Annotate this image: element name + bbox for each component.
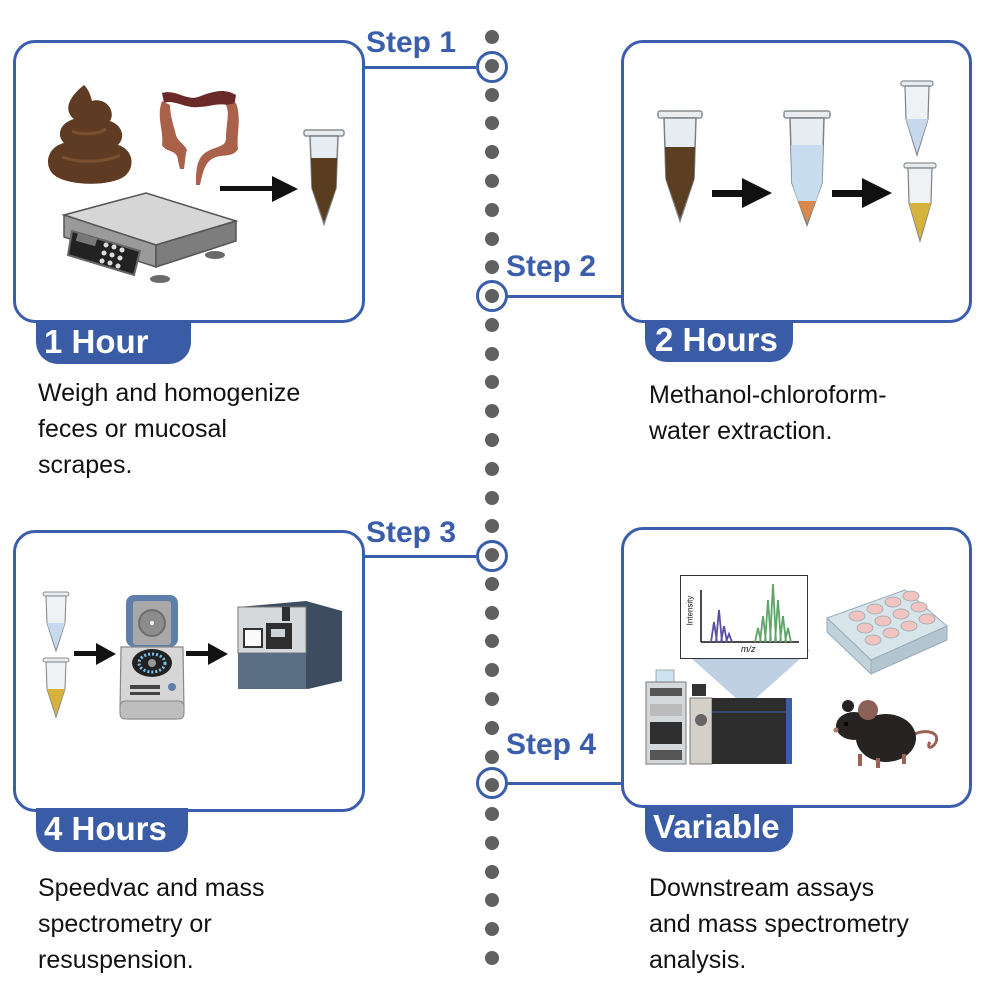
timeline-dot [485,231,499,246]
microtube-yellow-icon [42,657,70,719]
timeline-dot [485,893,499,908]
step-3-connector [362,555,476,558]
feces-icon [48,85,132,184]
timeline-dot [485,663,499,678]
step-4-label: Step 4 [506,728,597,761]
step-4-description-line: and mass spectrometry [649,910,909,938]
step-4-description-line: Downstream assays [649,874,875,902]
step-3-description-line: Speedvac and mass [38,874,265,902]
microtube-blue-icon [900,80,934,158]
step-2-label: Step 2 [506,250,597,283]
step-1-description-line: feces or mucosal [38,415,227,443]
projection-cone-icon [682,650,810,700]
timeline-dot [485,692,499,706]
step-3-duration-tab: 4 Hours [36,808,188,852]
step-1-description-line: scrapes. [38,451,133,479]
mouse-icon [833,700,939,768]
arrow-right-icon [220,176,298,202]
step-3-label: Step 3 [366,516,457,549]
step-2-description-line: Methanol-chloroform- [649,381,887,409]
microtube-yellow-icon [903,162,937,244]
speedvac-centrifuge-icon [119,595,185,720]
timeline-dot [485,173,499,188]
step-4-duration-tab: Variable [645,806,793,852]
timeline-dot [485,749,499,764]
timeline-dot [485,835,499,850]
timeline-dot [485,346,499,361]
timeline-dot [485,634,499,649]
step-4-card: Intensity m/z [621,527,972,808]
timeline-dot [485,87,499,102]
step-2-card [621,40,972,323]
step-2-connector [506,295,624,298]
microtube-biphasic-icon [783,110,831,228]
well-plate-icon [826,589,948,676]
timeline-dot [485,145,499,160]
timeline-dot [485,720,499,735]
timeline-dot [485,116,499,131]
arrow-right-icon [832,178,892,208]
step-1-timeline-marker [476,51,508,83]
timeline-dot [485,317,499,332]
timeline-dot [485,461,499,476]
weighing-scale-icon [61,192,239,283]
step-1-description: Weigh and homogenize feces or mucosal sc… [38,375,300,483]
microtube-brown-icon [303,129,345,227]
timeline-dot [485,922,499,937]
timeline-dot [485,260,499,275]
step-3-card [13,530,365,812]
timeline-dot [485,951,499,965]
timeline-dot [485,519,499,534]
step-2-description: Methanol-chloroform- water extraction. [649,377,887,449]
microtube-brown-icon [657,110,703,224]
spectrum-peaks-icon [700,583,799,643]
lc-ms-instrument-icon [645,669,792,765]
arrow-right-icon [186,643,228,665]
timeline-dot [485,375,499,390]
timeline-dot [485,807,499,822]
step-4-connector [506,782,624,785]
timeline-dot [485,202,499,217]
step-2-description-line: water extraction. [649,417,833,445]
arrow-right-icon [74,643,116,665]
timeline-dot [485,404,499,419]
timeline-dot [485,605,499,620]
step-4-timeline-marker [476,767,508,799]
timeline-dot [485,576,499,591]
spectrum-ylabel: Intensity [685,595,695,626]
timeline-dot [485,432,499,447]
step-2-timeline-marker [476,280,508,312]
step-1-card [13,40,365,323]
mass-spectrometer-icon [237,601,342,689]
timeline-dot [485,30,499,44]
step-1-label: Step 1 [366,26,457,59]
step-3-description-line: spectrometry or [38,910,212,938]
step-3-description: Speedvac and mass spectrometry or resusp… [38,870,265,978]
step-1-description-line: Weigh and homogenize [38,379,301,407]
microtube-blue-icon [42,591,70,653]
arrow-right-icon [712,178,772,208]
step-1-connector [362,66,476,69]
step-3-description-line: resuspension. [38,946,194,974]
step-4-description: Downstream assays and mass spectrometry … [649,870,909,978]
step-1-duration-tab: 1 Hour [36,320,191,364]
step-2-duration-tab: 2 Hours [645,320,793,362]
step-4-description-line: analysis. [649,946,747,974]
step-3-timeline-marker [476,540,508,572]
mass-spectrum-plot-icon: Intensity m/z [680,575,808,659]
timeline-dot [485,864,499,879]
spectrum-xlabel: m/z [741,644,756,654]
timeline-dot [485,490,499,505]
colon-icon [159,91,239,185]
